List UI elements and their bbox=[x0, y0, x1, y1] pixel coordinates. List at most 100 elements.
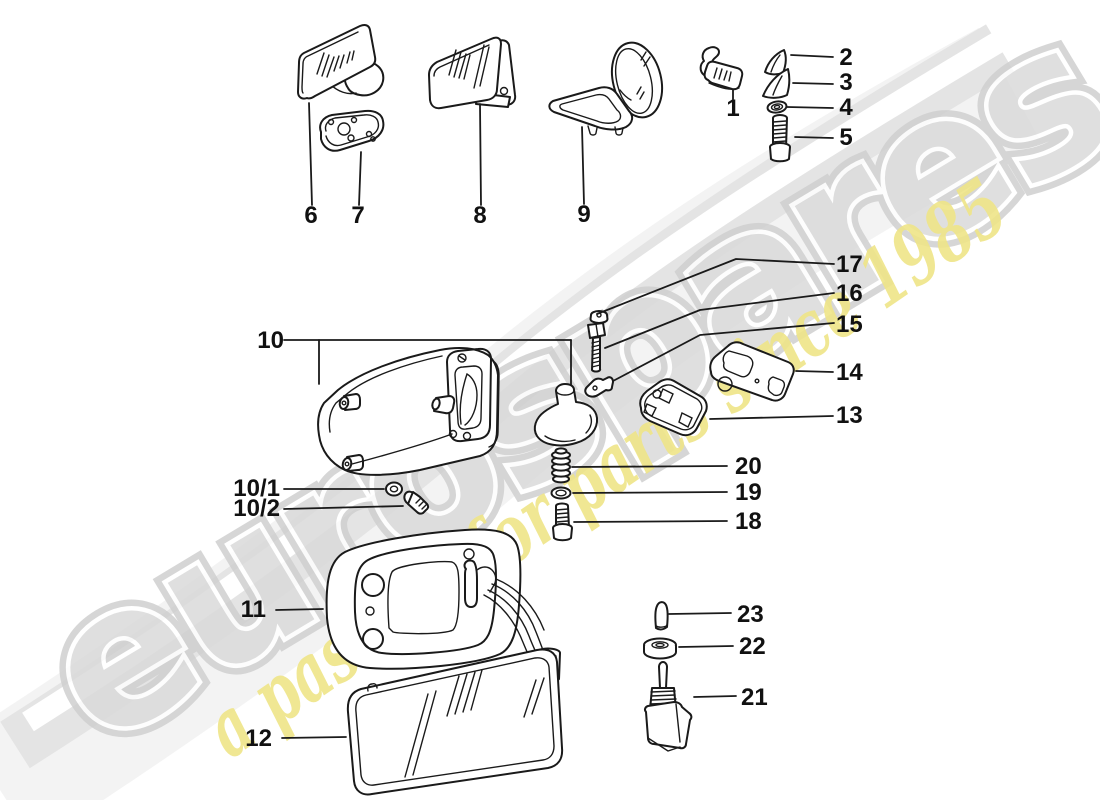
part-3-crease bbox=[772, 75, 783, 96]
leader-12 bbox=[281, 736, 347, 739]
part-13-gasket bbox=[639, 378, 708, 437]
part-12-glass-rim bbox=[355, 657, 555, 786]
part-7-plate-outline bbox=[319, 109, 385, 152]
callout-bracket-10 bbox=[283, 339, 572, 387]
callout-label-10-1: 10/1 bbox=[233, 475, 280, 502]
part-12-glass-hatching bbox=[404, 669, 545, 778]
part-11-hole-bottom bbox=[362, 628, 384, 650]
part-1-mirror-body bbox=[703, 60, 744, 91]
callout-label-8: 8 bbox=[473, 202, 486, 229]
leader-14 bbox=[795, 370, 834, 373]
leader-17 bbox=[596, 258, 835, 315]
part-1-hatching bbox=[713, 67, 732, 82]
part-10-bracket-window bbox=[454, 365, 483, 430]
callout-label-10: 10 bbox=[257, 327, 284, 354]
callout-label-22: 22 bbox=[739, 633, 766, 660]
part-2-crease bbox=[770, 54, 781, 73]
leader-10-2 bbox=[283, 505, 404, 510]
leader-2 bbox=[790, 54, 834, 58]
part-9-mirror-glass bbox=[614, 48, 654, 114]
part-10-pivot-body bbox=[533, 383, 599, 447]
part-14-hole-oblong bbox=[722, 350, 754, 378]
part-15-clip-hole bbox=[592, 385, 598, 391]
part-12-outline bbox=[346, 648, 564, 796]
callout-label-2: 2 bbox=[839, 44, 852, 71]
part-11-hole-corner bbox=[463, 548, 475, 560]
part-13-hole-square bbox=[658, 388, 674, 404]
leader-6 bbox=[308, 102, 313, 206]
part-21-body-creases bbox=[647, 703, 681, 752]
part-13-inner-rim bbox=[644, 384, 703, 431]
callout-label-10-2: 10/2 bbox=[233, 495, 280, 522]
part-10-screw-slot bbox=[458, 355, 466, 361]
callout-label-18: 18 bbox=[735, 508, 762, 535]
part-23-knob-cap bbox=[654, 601, 669, 631]
part-12-tab bbox=[367, 683, 378, 692]
part-1-body-edge bbox=[708, 82, 740, 90]
part-11-cable-slot bbox=[463, 559, 478, 608]
leader-18 bbox=[573, 520, 728, 523]
part-4-washer bbox=[766, 100, 788, 114]
callout-label-4: 4 bbox=[839, 94, 853, 121]
callout-label-6: 6 bbox=[304, 202, 317, 229]
callout-labels: 6 7 8 9 1 2 3 4 5 10 10/1 10/2 17 16 15 … bbox=[233, 44, 863, 752]
part-10-pivot-post-top bbox=[555, 389, 575, 396]
part-9-mirror-head bbox=[610, 41, 664, 119]
part-10-screw-bottom bbox=[462, 431, 472, 441]
leader-7 bbox=[358, 151, 362, 206]
callout-label-11: 11 bbox=[241, 596, 266, 623]
leader-22 bbox=[678, 645, 734, 648]
part-6-exterior-mirror bbox=[297, 24, 385, 100]
callout-label-23: 23 bbox=[737, 601, 764, 628]
part-10-screw-bottom bbox=[448, 429, 458, 439]
part-21-stem bbox=[658, 661, 668, 689]
callout-label-17: 17 bbox=[836, 251, 863, 278]
callout-label-3: 3 bbox=[839, 69, 852, 96]
leader-lines bbox=[275, 54, 835, 739]
part-13-hole-square bbox=[678, 412, 693, 428]
callout-label-14: 14 bbox=[836, 359, 863, 386]
leader-21 bbox=[693, 695, 737, 698]
part-9-feet bbox=[587, 125, 624, 136]
part-20-spring bbox=[551, 447, 571, 484]
part-7-hole bbox=[347, 134, 355, 142]
part-9-base-rim bbox=[559, 93, 622, 124]
part-5-screw bbox=[769, 114, 791, 163]
part-8-pivot bbox=[499, 86, 509, 96]
leader-19 bbox=[572, 491, 728, 494]
part-14-hole-small bbox=[754, 378, 760, 384]
part-12-mirror-glass bbox=[346, 648, 564, 796]
part-19-washer bbox=[550, 486, 572, 500]
part-11-hole-top bbox=[361, 573, 385, 597]
leader-9 bbox=[581, 126, 585, 205]
part-10-adjuster-arm bbox=[459, 372, 478, 426]
callout-label-13: 13 bbox=[836, 402, 863, 429]
callout-label-9: 9 bbox=[577, 201, 590, 228]
part-18-screw bbox=[552, 502, 573, 542]
part-18-threads bbox=[555, 508, 569, 527]
part-10-inner-contour bbox=[351, 433, 453, 465]
part-22-ring-nut bbox=[643, 637, 677, 660]
part-16-threads bbox=[591, 340, 601, 368]
leader-16 bbox=[604, 292, 835, 349]
part-11-cable-guide bbox=[476, 566, 497, 593]
part-6-glass-rim bbox=[301, 31, 359, 94]
callout-label-16: 16 bbox=[836, 280, 863, 307]
part-8-glass-hatching bbox=[448, 44, 490, 89]
leader-5 bbox=[794, 136, 834, 139]
leader-23 bbox=[668, 612, 732, 615]
part-11-outline bbox=[325, 528, 522, 670]
callout-label-12: 12 bbox=[245, 725, 272, 752]
part-10-mirror-housing bbox=[317, 346, 500, 476]
part-10-pivot-base bbox=[533, 383, 599, 447]
part-18-head-bottom bbox=[553, 537, 572, 541]
part-10-housing-rim bbox=[328, 355, 443, 433]
part-7-hole bbox=[327, 118, 335, 126]
part-10-2-threads bbox=[415, 497, 428, 510]
part-9-glass-hatching bbox=[636, 51, 651, 100]
part-10-adjuster-peg bbox=[431, 395, 456, 415]
part-10-pivot-contours bbox=[544, 414, 593, 443]
part-11-hole-small bbox=[365, 606, 375, 616]
part-13-hole-square bbox=[643, 403, 657, 417]
